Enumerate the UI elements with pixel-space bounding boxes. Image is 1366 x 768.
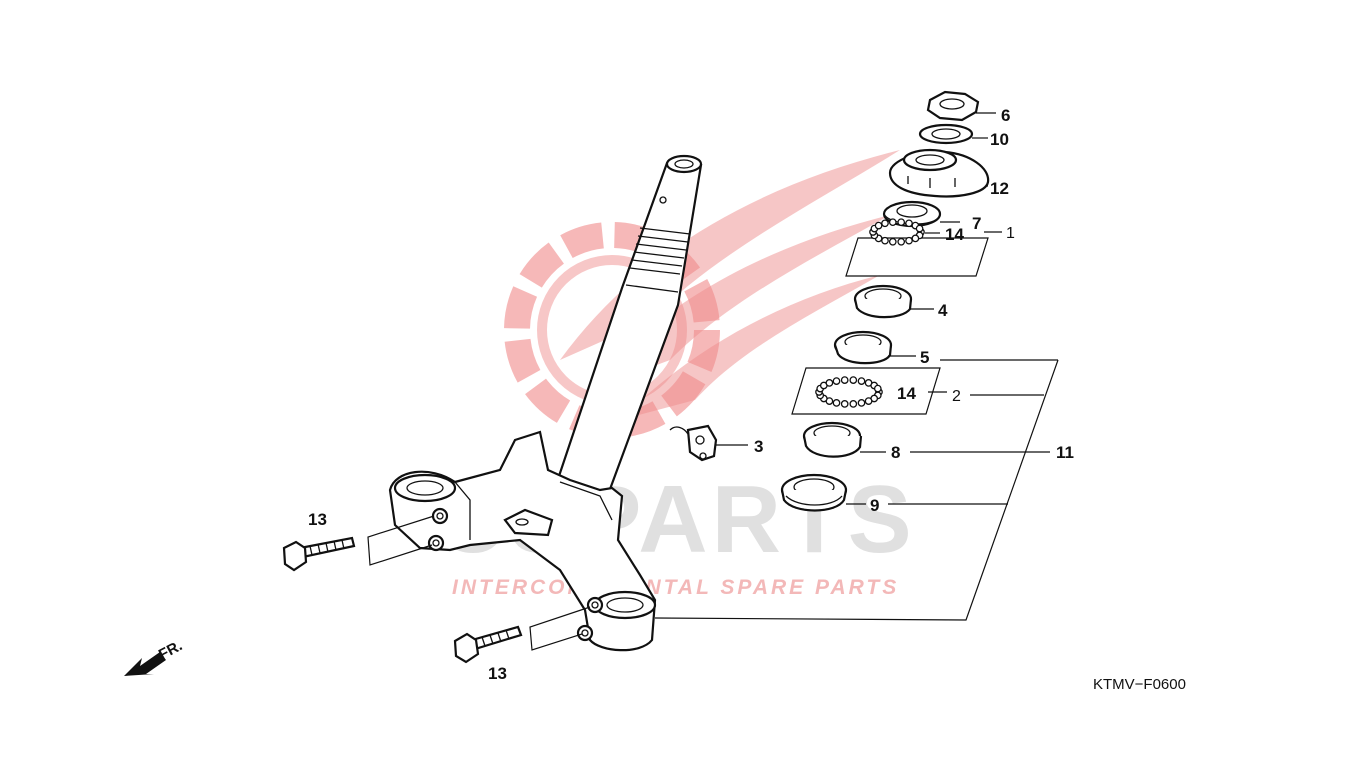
callout-11: 11 xyxy=(1056,443,1074,462)
steel-ball xyxy=(915,224,924,233)
callout-14-upper: 14 xyxy=(945,225,964,244)
callout-7: 7 xyxy=(972,214,981,233)
steel-ball xyxy=(911,234,920,243)
steel-balls-lower xyxy=(815,376,883,408)
group-box-1 xyxy=(845,237,989,277)
steel-ball xyxy=(857,377,866,385)
bolt-lower xyxy=(453,625,523,664)
callout-6: 6 xyxy=(1001,106,1010,125)
callout-12: 12 xyxy=(990,179,1009,198)
steel-balls-upper xyxy=(869,218,925,246)
steel-ball xyxy=(874,221,883,230)
bottom-cone-race-part xyxy=(802,421,863,458)
lock-washer-part xyxy=(918,123,974,145)
callout-3: 3 xyxy=(754,437,763,456)
callout-10: 10 xyxy=(990,130,1009,149)
front-arrow-icon xyxy=(124,652,166,676)
steel-ball xyxy=(881,236,889,245)
steel-ball xyxy=(832,399,841,407)
steel-ball xyxy=(840,400,849,408)
callout-13-lower: 13 xyxy=(488,664,507,683)
front-direction-indicator: FR. xyxy=(124,637,185,676)
dust-seal-part xyxy=(780,473,848,512)
steel-ball xyxy=(864,397,873,405)
steel-ball xyxy=(881,219,889,228)
bottom-ball-race-part xyxy=(833,330,893,365)
steel-ball xyxy=(849,376,858,384)
steel-ball xyxy=(873,384,882,393)
steel-ball xyxy=(832,377,841,385)
steel-ball xyxy=(905,236,913,245)
steering-stem xyxy=(388,154,703,652)
steel-ball xyxy=(840,376,849,384)
bolt-upper xyxy=(282,536,356,572)
watermark-tagline: INTERCONTINENTAL SPARE PARTS xyxy=(452,576,899,599)
lock-nut-part xyxy=(926,90,980,122)
steel-ball xyxy=(897,237,906,246)
leader-lines xyxy=(367,112,1059,651)
steel-ball xyxy=(897,218,906,227)
steel-ball xyxy=(849,400,858,408)
callout-2: 2 xyxy=(952,388,961,405)
top-ball-race-part xyxy=(853,284,913,319)
cable-clip-part xyxy=(669,424,718,462)
steel-ball xyxy=(888,218,897,227)
callout-14-lower: 14 xyxy=(897,384,916,403)
callout-9: 9 xyxy=(870,496,879,515)
callout-labels: 6 10 12 7 14 1 4 5 14 2 3 8 11 9 13 13 xyxy=(308,106,1074,683)
adjusting-nut-part xyxy=(888,148,990,198)
steel-ball xyxy=(857,399,866,407)
callout-8: 8 xyxy=(891,443,900,462)
callout-13-upper: 13 xyxy=(308,510,327,529)
group-box-2 xyxy=(791,367,941,415)
steel-ball xyxy=(905,219,913,228)
callout-1: 1 xyxy=(1006,225,1015,242)
diagram-code: KTMV−F0600 xyxy=(1093,676,1186,693)
callout-4: 4 xyxy=(938,301,948,320)
steel-ball xyxy=(888,237,897,246)
steel-ball xyxy=(825,379,834,387)
callout-5: 5 xyxy=(920,348,929,367)
